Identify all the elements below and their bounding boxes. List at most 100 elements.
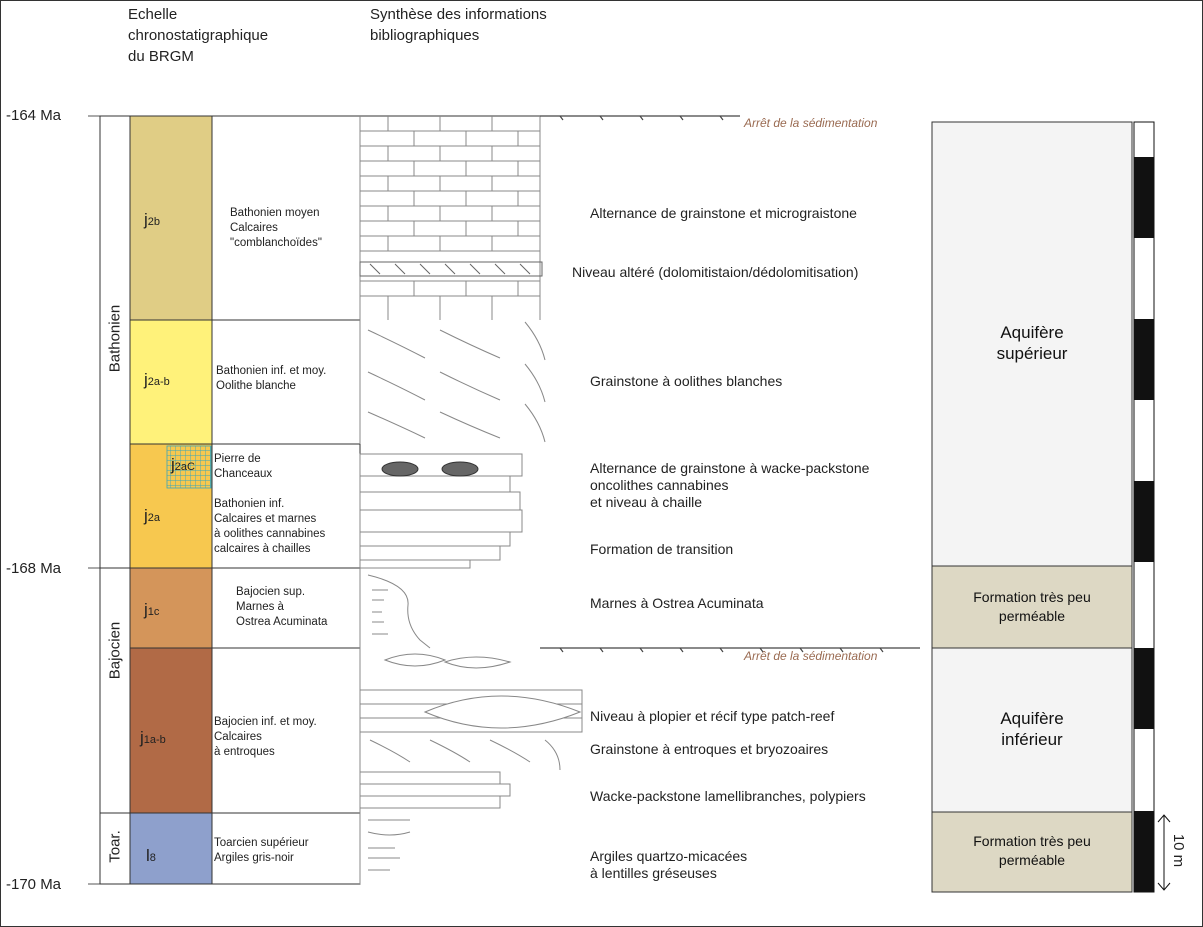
unit-code-letter: j (144, 506, 148, 525)
unit-code: j1c (144, 600, 159, 620)
note-line: Alternance de grainstone et micrograisto… (590, 205, 857, 221)
desc-line: Calcaires et marnes (214, 513, 317, 525)
unit-description: Bathonien moyen Calcaires "comblanchoïde… (230, 206, 322, 251)
desc-line: Ostrea Acuminata (236, 616, 328, 628)
unit-code-letter: j (144, 210, 148, 229)
note-line: Wacke-packstone lamellibranches, polypie… (590, 788, 866, 804)
unit-code-sub: 1a-b (143, 734, 166, 746)
note-line: oncolithes cannabines (590, 477, 729, 493)
header-brgm-line: chronostatigraphique (128, 27, 269, 44)
age-label: -164 Ma (6, 107, 62, 124)
unit-code: j2b (144, 210, 160, 230)
desc-line: Chanceaux (214, 468, 273, 480)
hydro-line: Aquifère (1000, 709, 1064, 728)
unit-code-sub: 8 (149, 852, 156, 864)
header-brgm-line: Echelle (128, 6, 178, 23)
litho-note: Grainstone à oolithes blanches (590, 373, 782, 390)
desc-line: Oolithe blanche (216, 380, 296, 392)
unit-block-l8 (129, 812, 213, 885)
unit-code-sub: 2aC (174, 461, 195, 473)
desc-line: "comblanchoïdes" (230, 237, 322, 249)
unit-code: j2a (144, 506, 160, 526)
litho-note: Argiles quartzo-micacées à lentilles gré… (590, 848, 747, 882)
desc-line: Pierre de (214, 453, 261, 465)
desc-line: Calcaires (230, 222, 278, 234)
subunit-block-j2aC (166, 445, 212, 489)
unit-code: j1a-b (140, 728, 166, 748)
header-synthese: Synthèse des informations bibliographiqu… (370, 4, 547, 46)
note-line: Formation de transition (590, 541, 734, 557)
desc-line: Bathonien inf. (214, 498, 285, 510)
desc-line: Marnes à (236, 601, 284, 613)
hydro-label: Aquifère inférieur (932, 708, 1132, 750)
age-label: -170 Ma (6, 876, 62, 893)
header-synthese-line: bibliographiques (370, 27, 480, 44)
unit-block-j2a-b (129, 319, 213, 445)
hydro-box-aquifere-inferieur (931, 647, 1133, 813)
litho-note: Formation de transition (590, 541, 733, 558)
unit-code-letter: j (140, 728, 144, 747)
subunit-code: j2aC (171, 455, 195, 475)
unit-code-sub: 2b (147, 216, 161, 228)
hydro-line: perméable (998, 608, 1066, 624)
litho-note: Alternance de grainstone et micrograisto… (590, 205, 857, 222)
desc-line: Bathonien moyen (230, 207, 320, 219)
litho-note: Wacke-packstone lamellibranches, polypie… (590, 788, 866, 805)
unit-block-j1a-b (129, 647, 213, 814)
unit-description: Bajocien sup. Marnes à Ostrea Acuminata (236, 585, 327, 630)
desc-line: Argiles gris-noir (214, 852, 294, 864)
unit-description: Toarcien supérieur Argiles gris-noir (214, 836, 309, 866)
hydro-line: perméable (998, 852, 1066, 868)
unit-code: j2a-b (144, 370, 170, 390)
unit-code-sub: 2a (147, 512, 161, 524)
litho-note: Grainstone à entroques et bryozoaires (590, 741, 828, 758)
note-line: et niveau à chaille (590, 494, 703, 510)
hydro-label: Formation très peu perméable (932, 832, 1132, 870)
stage-label: Bathonien (106, 304, 124, 373)
arret-label: Arrêt de la sédimentation (744, 649, 878, 663)
header-brgm-line: du BRGM (128, 48, 194, 65)
unit-block-j2b (129, 115, 213, 321)
scale-bar (1133, 121, 1171, 893)
note-line: Grainstone à oolithes blanches (590, 373, 783, 389)
note-line: Niveau à plopier et récif type patch-ree… (590, 708, 835, 724)
hydro-line: Formation très peu (973, 833, 1091, 849)
desc-line: Bathonien inf. et moy. (216, 365, 327, 377)
unit-code-sub: 1c (147, 606, 160, 618)
unit-block-j1c (129, 567, 213, 649)
unit-description: Bathonien inf. Calcaires et marnes à ool… (214, 497, 325, 557)
unit-description: Bajocien inf. et moy. Calcaires à entroq… (214, 715, 317, 760)
desc-line: Calcaires (214, 731, 262, 743)
litho-note: Alternance de grainstone à wacke-packsto… (590, 460, 869, 511)
unit-code-letter: j (144, 370, 148, 389)
note-line: à lentilles gréseuses (590, 865, 717, 881)
header-synthese-line: Synthèse des informations (370, 6, 547, 23)
desc-line: à entroques (214, 746, 275, 758)
unit-code-sub: 2a-b (147, 376, 170, 388)
hydro-line: Aquifère (1000, 323, 1064, 342)
header-brgm: Echelle chronostatigraphique du BRGM (128, 4, 268, 67)
unit-code-letter: j (171, 455, 175, 474)
note-line: Argiles quartzo-micacées (590, 848, 748, 864)
litho-note: Niveau à plopier et récif type patch-ree… (590, 708, 834, 725)
hydro-box-aquifere-superieur (931, 121, 1133, 567)
scale-label: 10 m (1170, 833, 1188, 868)
unit-description: Bathonien inf. et moy. Oolithe blanche (216, 364, 326, 394)
hydro-label: Formation très peu perméable (932, 588, 1132, 626)
hydro-label: Aquifère supérieur (932, 322, 1132, 364)
stage-label: Bajocien (106, 621, 124, 680)
litho-note: Niveau altéré (dolomitistaion/dédolomiti… (572, 264, 858, 281)
note-line: Alternance de grainstone à wacke-packsto… (590, 460, 870, 476)
unit-code-letter: j (144, 600, 148, 619)
litho-note: Marnes à Ostrea Acuminata (590, 595, 764, 612)
hydro-box-impermeable-2 (931, 811, 1133, 893)
desc-line: Bajocien inf. et moy. (214, 716, 317, 728)
hydro-line: supérieur (996, 344, 1068, 363)
note-line: Grainstone à entroques et bryozoaires (590, 741, 829, 757)
note-line: Niveau altéré (dolomitistaion/dédolomiti… (572, 264, 859, 280)
desc-line: Toarcien supérieur (214, 837, 309, 849)
desc-line: Bajocien sup. (236, 586, 306, 598)
hydro-line: inférieur (1001, 730, 1063, 749)
unit-code: l8 (146, 846, 156, 866)
